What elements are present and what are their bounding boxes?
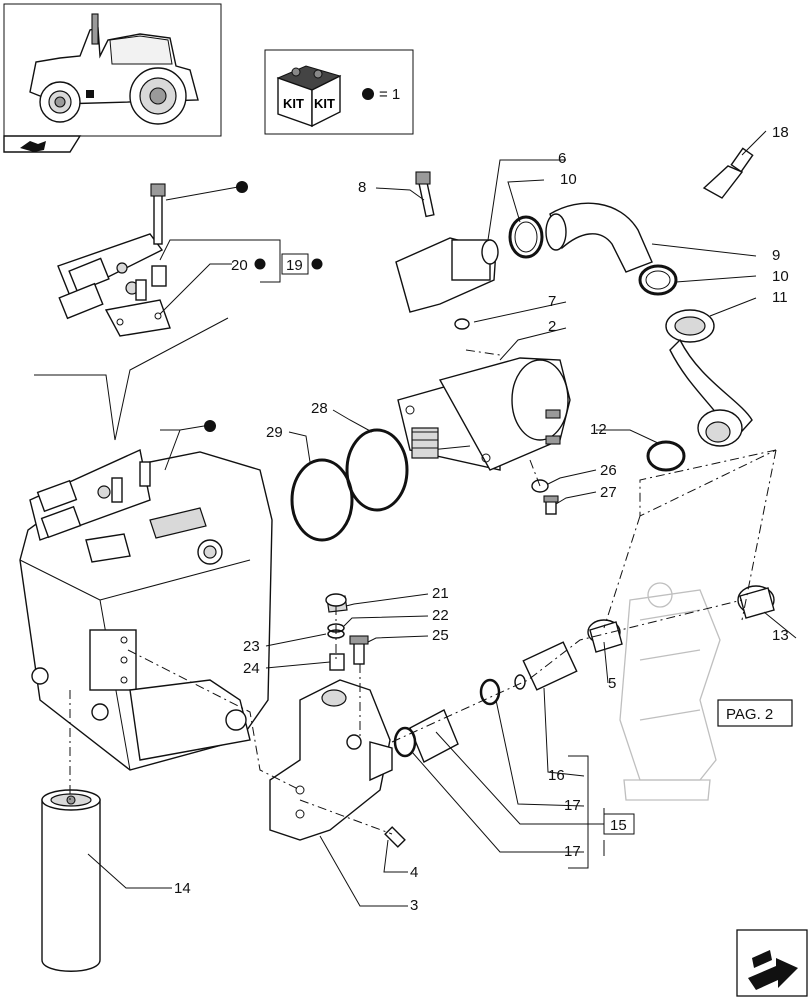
callout-15[interactable]: 15 <box>610 817 627 834</box>
page-reference-box[interactable] <box>717 699 793 727</box>
hose-elbow <box>545 202 653 273</box>
callout-3[interactable]: 3 <box>410 897 418 914</box>
callout-10-top[interactable]: 10 <box>560 171 577 188</box>
centerlines <box>69 349 777 835</box>
reference-part-ghost <box>619 582 721 801</box>
kit-label-right: KIT <box>314 96 335 111</box>
callout-18[interactable]: 18 <box>772 124 789 141</box>
elbow-fitting <box>395 171 499 330</box>
page-reference-label[interactable]: PAG. 2 <box>726 706 773 723</box>
callout-26[interactable]: 26 <box>600 462 617 479</box>
callout-29[interactable]: 29 <box>266 424 283 441</box>
callout-17-lower[interactable]: 17 <box>564 843 581 860</box>
callout-6[interactable]: 6 <box>558 150 566 167</box>
callout-20[interactable]: 20 <box>231 257 248 274</box>
callout-23[interactable]: 23 <box>243 638 260 655</box>
callout-15-box <box>603 813 635 835</box>
washer-screw <box>531 479 559 515</box>
callout-7[interactable]: 7 <box>548 293 556 310</box>
kit-box-icon: KIT KIT <box>276 65 342 128</box>
kit-dot-equals: = 1 <box>379 86 400 103</box>
relief-valve <box>393 641 578 763</box>
callout-14[interactable]: 14 <box>174 880 191 897</box>
connector-18 <box>702 147 754 199</box>
gear-pump <box>397 357 571 471</box>
callout-5[interactable]: 5 <box>608 675 616 692</box>
tractor-thumbnail[interactable] <box>3 3 222 153</box>
callout-21[interactable]: 21 <box>432 585 449 602</box>
solenoid-assembly <box>57 181 248 337</box>
kit-dot-icon <box>362 88 374 100</box>
nav-next-arrow-icon <box>748 950 798 990</box>
callout-labels: 18 6 10 8 9 10 11 20 19 7 2 28 29 12 26 … <box>174 124 789 914</box>
pump-housing <box>19 317 273 771</box>
sleeves <box>587 585 775 653</box>
callout-28[interactable]: 28 <box>311 400 328 417</box>
callout-27[interactable]: 27 <box>600 484 617 501</box>
callout-19[interactable]: 19 <box>286 257 303 274</box>
filter-cartridge <box>41 789 101 972</box>
suction-pipe <box>665 309 753 447</box>
nav-back-icon[interactable] <box>20 141 46 152</box>
callout-9[interactable]: 9 <box>772 247 780 264</box>
callout-4[interactable]: 4 <box>410 864 418 881</box>
callout-19-box <box>281 253 309 275</box>
callout-10[interactable]: 10 <box>772 268 789 285</box>
callout-22[interactable]: 22 <box>432 607 449 624</box>
nav-next-button[interactable] <box>736 929 808 997</box>
callout-13[interactable]: 13 <box>772 627 789 644</box>
callout-16[interactable]: 16 <box>548 767 565 784</box>
callout-2[interactable]: 2 <box>548 318 556 335</box>
kit-legend: KIT KIT = 1 <box>264 49 414 135</box>
callout-25[interactable]: 25 <box>432 627 449 644</box>
callout-12[interactable]: 12 <box>590 421 607 438</box>
hose-clamps <box>508 215 678 296</box>
callout-24[interactable]: 24 <box>243 660 260 677</box>
valve-body <box>269 593 406 848</box>
kit-label-left: KIT <box>283 96 304 111</box>
callout-8[interactable]: 8 <box>358 179 366 196</box>
tractor-icon <box>29 13 199 125</box>
callout-11[interactable]: 11 <box>772 289 788 306</box>
o-ring-12 <box>646 440 686 472</box>
leader-lines <box>87 130 797 907</box>
callout-17-upper[interactable]: 17 <box>564 797 581 814</box>
o-rings <box>290 428 409 542</box>
